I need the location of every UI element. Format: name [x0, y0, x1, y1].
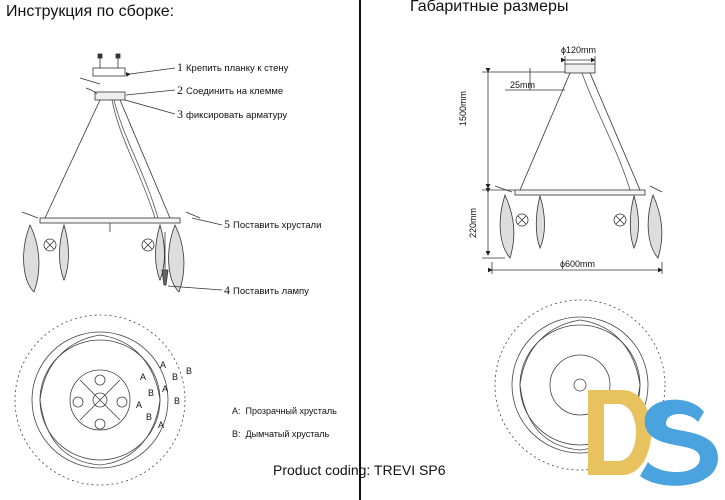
assembly-title: Инструкция по сборке: [6, 3, 175, 20]
top-view-right [494, 299, 666, 471]
step-2-number: 2 [177, 83, 183, 97]
dim-canopy-diameter: ϕ120mm [561, 45, 597, 55]
top-view-left [14, 314, 186, 486]
assembly-drawing [21, 53, 223, 293]
step-4-number: 4 [224, 283, 230, 297]
crystal-letter: A [136, 400, 143, 410]
step-3-label: фиксировать арматуру [186, 110, 288, 121]
legend-item-a: A: Прозрачный хрусталь [232, 406, 337, 416]
step-1-label: Крепить планку к стену [186, 63, 289, 74]
crystal-letter: B [174, 396, 181, 406]
step-5-number: 5 [224, 217, 230, 231]
legend-key-a: A: [232, 406, 241, 416]
dimension-drawing [482, 56, 663, 274]
crystal-letter: B [146, 412, 153, 422]
legend-text-b: Дымчатый хрусталь [245, 429, 330, 439]
product-code: Product coding: TREVI SP6 [273, 462, 446, 478]
dimensions-title: Габаритные размеры [410, 0, 569, 15]
crystal-letter: B [148, 388, 155, 398]
legend-item-b: B: Дымчатый хрусталь [232, 429, 329, 439]
dim-canopy-height: 25mm [510, 80, 536, 90]
dim-body-height: 220mm [468, 207, 478, 238]
crystal-letter: B [172, 372, 179, 382]
step-3-number: 3 [177, 107, 183, 121]
legend-key-b: B: [232, 429, 241, 439]
step-5-label: Поставить хрустали [233, 220, 322, 231]
crystal-letter: A [158, 420, 165, 430]
step-4-label: Поставить лампу [233, 286, 309, 297]
dim-suspension-length: 1500mm [458, 90, 468, 126]
crystal-letter: A [140, 372, 147, 382]
step-2-label: Соединить на клемме [186, 86, 284, 97]
dim-body-diameter: ϕ600mm [560, 259, 596, 269]
crystal-letter: B [186, 366, 193, 376]
step-1-number: 1 [177, 60, 183, 74]
ds-logo [588, 390, 718, 486]
crystal-letter: A [162, 384, 169, 394]
legend-text-a: Прозрачный хрусталь [245, 406, 337, 416]
crystal-letter: A [160, 360, 167, 370]
